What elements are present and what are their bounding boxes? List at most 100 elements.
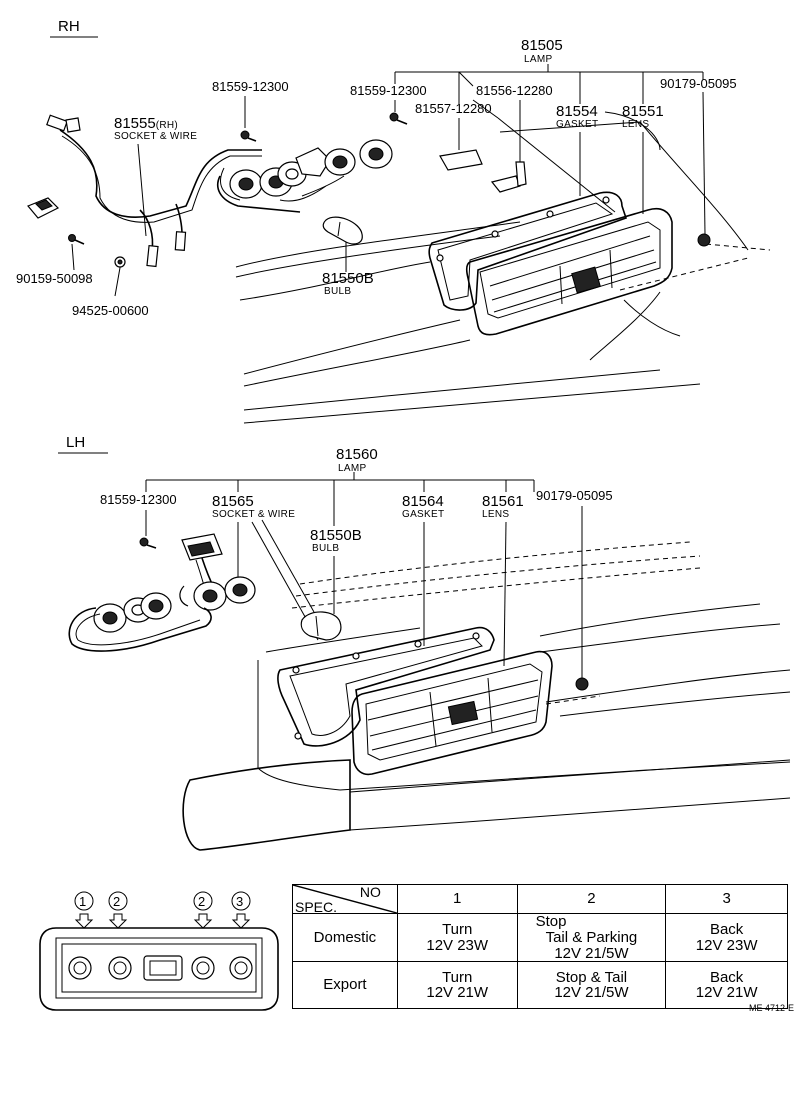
lh-lamp-no: 81560 xyxy=(336,446,378,463)
spec-header-no: NO xyxy=(359,884,381,900)
reference-code: ME 4712-E xyxy=(748,1003,794,1013)
corner-diagonal xyxy=(293,885,397,913)
rh-bracket-a-no: 81556-12280 xyxy=(476,83,553,98)
spec-cell-line: Back xyxy=(709,920,744,938)
svg-text:81555(RH): 81555(RH) xyxy=(114,115,178,132)
spec-corner-cell: NO SPEC. xyxy=(292,884,398,916)
lh-car-body xyxy=(182,541,791,851)
spec-cell-line: 12V 21W xyxy=(426,984,489,1002)
lh-gasket-no: 81564 xyxy=(402,493,444,510)
rh-lamp-no: 81505 xyxy=(521,37,563,54)
lh-bulb-name: BULB xyxy=(312,543,339,554)
rh-bulb xyxy=(322,216,363,245)
lh-gasket xyxy=(277,626,495,747)
lh-lens-name: LENS xyxy=(482,509,509,520)
lh-lens-no: 81561 xyxy=(482,493,524,510)
lh-bulb-no: 81550B xyxy=(310,527,362,544)
marker-1-group: 1 xyxy=(74,891,94,929)
rh-lens-name: LENS xyxy=(622,119,649,130)
lh-label: LH xyxy=(66,434,85,451)
lh-screw xyxy=(139,537,157,549)
spec-cell-line: 12V 21/5W xyxy=(554,984,629,1002)
lh-screw-no: 81559-12300 xyxy=(100,492,177,507)
rh-socket-no: 81555 xyxy=(114,115,156,132)
rh-lens-no: 81551 xyxy=(622,103,664,120)
rh-bracket-b-no: 81557-12280 xyxy=(415,101,492,116)
rh-leaders xyxy=(71,91,706,297)
rh-socket-wire xyxy=(27,114,262,268)
spec-cell-line: Back xyxy=(709,968,744,986)
spec-cell: Stop & Tail 12V 21/5W xyxy=(516,961,667,1010)
rh-bracket-a xyxy=(490,161,527,193)
rh-gasket xyxy=(428,191,628,311)
spec-col-3: 3 xyxy=(665,884,788,914)
position-marker-3: 3 xyxy=(236,894,243,909)
lh-nut xyxy=(575,677,589,691)
spec-cell-line: Tail & Parking xyxy=(545,928,638,946)
lh-lamp-leader xyxy=(145,472,535,526)
lh-lens xyxy=(351,650,553,776)
spec-row-export: Export Turn 12V 21W Stop & Tail 12V 21/5… xyxy=(292,961,788,1010)
rh-lamp-leader xyxy=(394,64,704,104)
spec-table: NO SPEC. 1 2 3 Domestic Turn 12V 23W Sto… xyxy=(292,884,788,1010)
position-marker-2b: 2 xyxy=(198,894,205,909)
rh-label: RH xyxy=(58,18,80,35)
bulb-socket-1 xyxy=(68,956,92,980)
spec-header-row: NO SPEC. 1 2 3 xyxy=(292,884,788,916)
spec-cell-line: 12V 23W xyxy=(695,936,758,954)
spec-cell: Stop Tail & Parking 12V 21/5W xyxy=(516,912,667,963)
lh-bulb xyxy=(300,611,342,641)
lh-socket-no: 81565 xyxy=(212,493,254,510)
bulb-socket-2b xyxy=(191,956,215,980)
spec-header-spec: SPEC. xyxy=(295,899,338,916)
rh-socket-cluster xyxy=(216,139,393,213)
lh-nut-no: 90179-05095 xyxy=(536,488,613,503)
marker-3-group: 3 xyxy=(231,891,251,929)
rh-screw-a xyxy=(240,130,257,142)
position-marker-1: 1 xyxy=(79,894,86,909)
bulb-socket-3 xyxy=(229,956,253,980)
rh-clip-no: 90159-50098 xyxy=(16,271,93,286)
rh-bracket-b xyxy=(439,149,483,171)
rh-gasket-no: 81554 xyxy=(556,103,598,120)
rh-socket-name: SOCKET & WIRE xyxy=(114,131,197,142)
spec-col-1: 1 xyxy=(396,884,518,914)
rh-screw-a-no: 81559-12300 xyxy=(212,79,289,94)
spec-cell-line: 12V 21W xyxy=(695,984,758,1002)
rh-screw-b-no: 81559-12300 xyxy=(350,83,427,98)
spec-cell: Back 12V 21W xyxy=(665,961,788,1010)
rh-socket-suffix: (RH) xyxy=(156,120,178,131)
spec-col-2: 2 xyxy=(516,884,667,914)
position-diagram: 1 2 2 3 xyxy=(39,891,279,1011)
spec-cell: Turn 12V 21W xyxy=(396,961,518,1010)
spec-cell-line: Stop & Tail xyxy=(555,968,628,986)
rh-gasket-name: GASKET xyxy=(556,119,598,130)
lh-socket-wire xyxy=(68,533,256,652)
spec-cell: Turn 12V 23W xyxy=(396,912,518,963)
rh-car-body xyxy=(235,111,771,424)
rh-grommet-no: 94525-00600 xyxy=(72,303,149,318)
rh-bulb-name: BULB xyxy=(324,286,351,297)
spec-row-label: Export xyxy=(292,961,398,1010)
bulb-socket-2a xyxy=(108,956,132,980)
spec-cell-line: Turn xyxy=(442,920,473,938)
lh-socket-name: SOCKET & WIRE xyxy=(212,509,295,520)
lh-lamp-name: LAMP xyxy=(338,463,366,474)
center-panel xyxy=(143,955,183,981)
lh-gasket-name: GASKET xyxy=(402,509,444,520)
spec-cell-line: 12V 21/5W xyxy=(554,944,629,962)
rh-screw-b xyxy=(389,112,408,125)
rh-lamp-name: LAMP xyxy=(524,54,552,65)
position-marker-2a: 2 xyxy=(113,894,120,909)
spec-cell-line: Turn xyxy=(442,968,473,986)
spec-cell-line: 12V 23W xyxy=(426,936,489,954)
rh-nut-no: 90179-05095 xyxy=(660,76,737,91)
rh-bulb-no: 81550B xyxy=(322,270,374,287)
rh-lens xyxy=(465,207,673,336)
spec-cell: Back 12V 23W xyxy=(665,912,788,963)
spec-row-label: Domestic xyxy=(292,912,398,963)
spec-cell-line: Stop xyxy=(535,913,567,930)
rh-nut xyxy=(697,233,711,247)
marker-2b-group: 2 xyxy=(193,891,213,929)
